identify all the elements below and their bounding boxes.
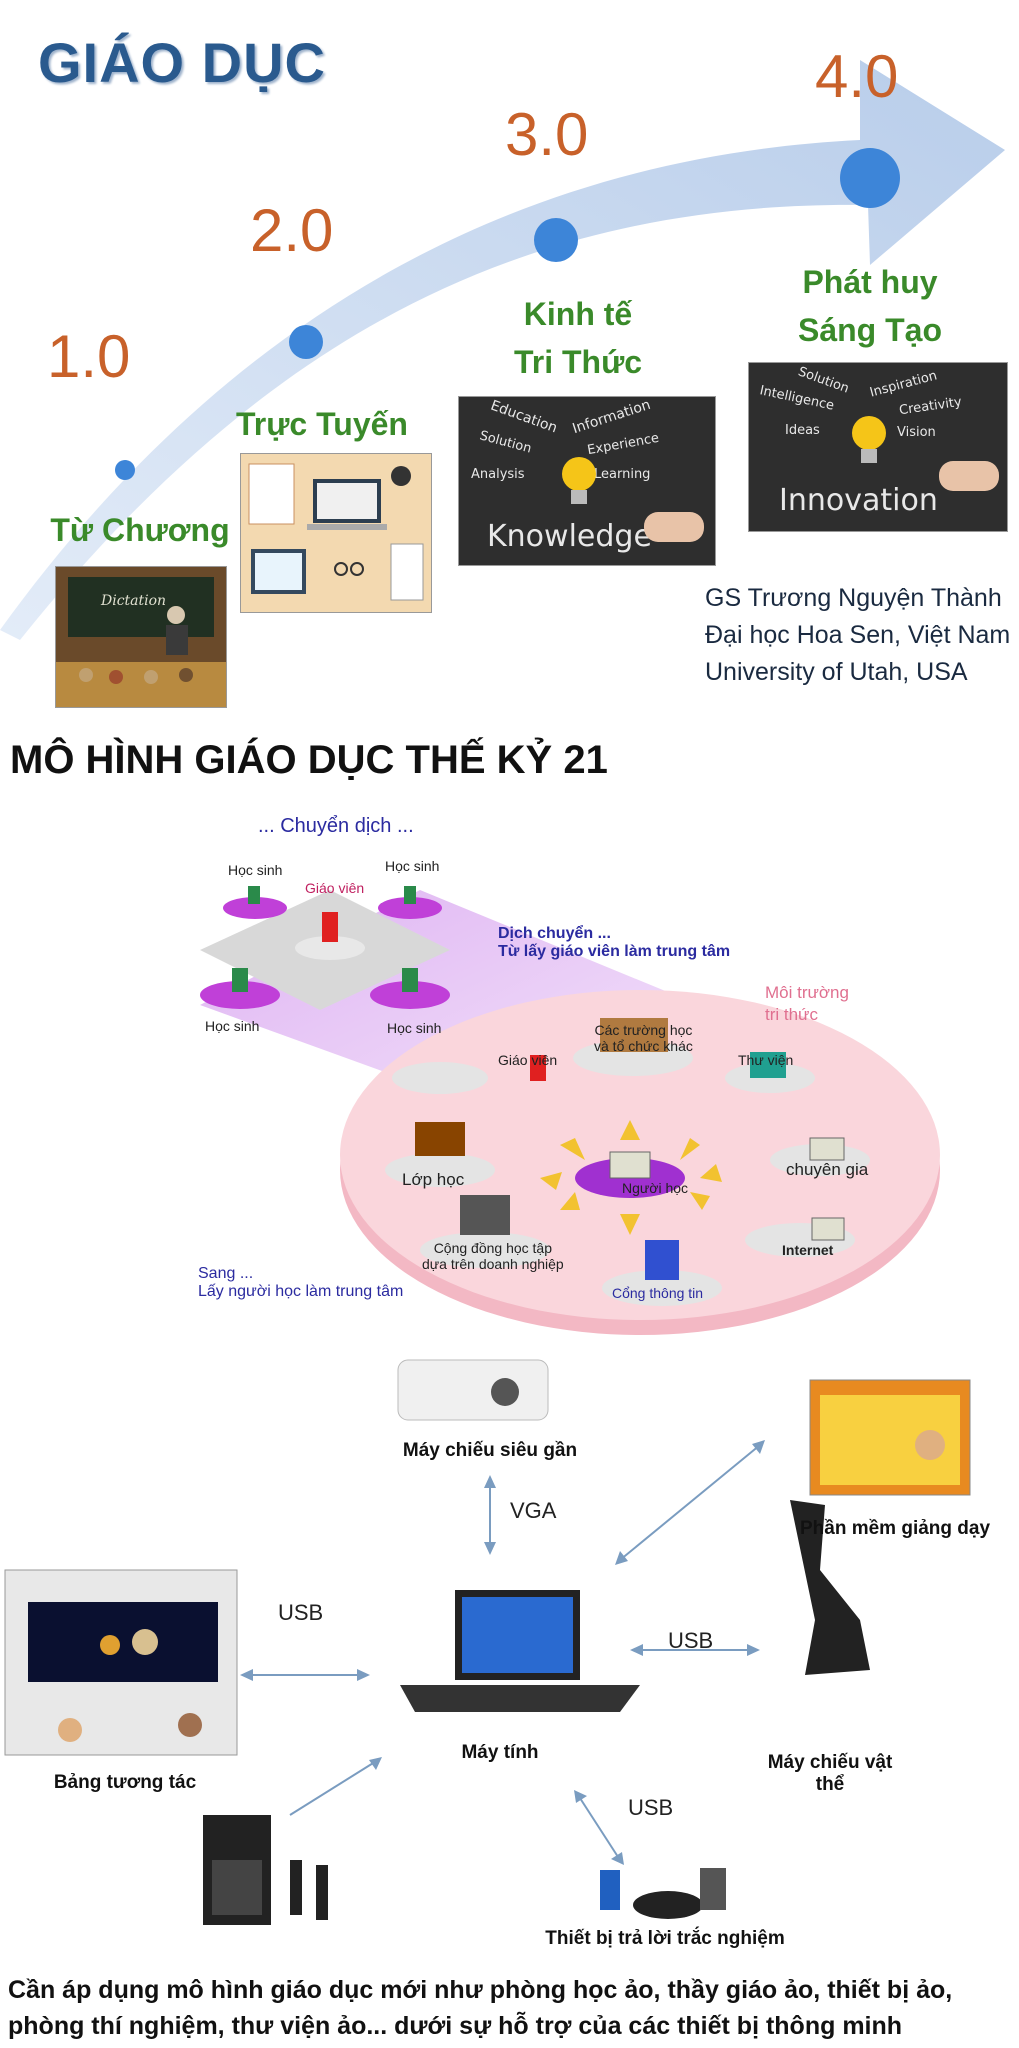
node-learner: Người học <box>622 1180 689 1196</box>
microphone-device <box>290 1860 302 1915</box>
student-figure <box>404 886 416 904</box>
page-title: GIÁO DỤC <box>38 31 326 94</box>
microphone-device <box>316 1865 328 1920</box>
timeline-dot-1 <box>115 460 135 480</box>
footer-text: Cần áp dụng mô hình giáo dục mới như phò… <box>8 1976 953 2040</box>
node-portal: Cổng thông tin <box>612 1285 704 1301</box>
teacher-figure <box>530 1055 546 1081</box>
stage-3-label: Kinh tế Tri Thức <box>513 296 643 380</box>
version-2: 2.0 <box>250 197 334 264</box>
computer-icon <box>809 1137 845 1161</box>
node-student-3: Học sinh <box>205 1018 260 1034</box>
stage-2-label: Trực Tuyến <box>236 406 408 442</box>
learner-center-caption: Sang ... Lấy người học làm trung tâm <box>198 1265 404 1300</box>
version-4: 4.0 <box>815 43 899 110</box>
lightbulb-icon <box>852 416 886 463</box>
projector-device <box>397 1359 549 1421</box>
node-teacher-small: Giáo viên <box>305 880 365 896</box>
node-community: Cộng đồng học tập dựa trên doanh nghiệp <box>422 1240 564 1272</box>
computer-icon <box>811 1217 845 1241</box>
student-figure <box>232 968 248 992</box>
doc-camera-label: Máy chiếu vật thể <box>767 1752 893 1795</box>
model-title: MÔ HÌNH GIÁO DỤC THẾ KỶ 21 <box>10 738 608 782</box>
responder-device <box>600 1870 620 1910</box>
node-student-2: Học sinh <box>385 858 440 874</box>
usb-label-responder: USB <box>628 1795 674 1820</box>
hardware-connections <box>4 1359 971 1925</box>
building-icon <box>600 1018 668 1052</box>
node-teacher: Giáo viên <box>498 1052 558 1068</box>
library-icon <box>750 1052 786 1078</box>
responder-label: Thiết bị trả lời trắc nghiệm <box>545 1928 785 1949</box>
stage-4-label: Phát huy Sáng Tạo <box>797 264 942 348</box>
svg-text:Dictation: Dictation <box>100 593 166 609</box>
stage-1-label: Từ Chương <box>50 512 230 548</box>
responder-device <box>700 1868 726 1910</box>
node-classroom: Lớp học <box>402 1170 465 1189</box>
knowledge-env-label: Môi trường tri thức <box>765 983 849 1024</box>
timeline-dot-4 <box>840 148 900 208</box>
usb-label-board: USB <box>278 1600 324 1625</box>
growth-arrow <box>0 60 1005 640</box>
student-figure <box>402 968 418 992</box>
board-label: Bảng tương tác <box>53 1772 197 1793</box>
node-library: Thư viện <box>738 1052 794 1068</box>
vga-label: VGA <box>510 1498 557 1523</box>
computer-icon <box>609 1151 651 1179</box>
knowledge-chalkboard-image: Education Information Solution Experienc… <box>458 396 716 566</box>
node-internet: Internet <box>782 1242 834 1258</box>
online-desk-image <box>240 453 432 613</box>
version-3: 3.0 <box>505 101 589 168</box>
innovation-chalkboard-image: Solution Inspiration Intelligence Creati… <box>748 362 1008 532</box>
student-figure <box>248 886 260 904</box>
timeline-dot-3 <box>534 218 578 262</box>
classroom-icon <box>415 1122 465 1156</box>
dictation-classroom-image: Dictation <box>55 566 227 708</box>
portal-icon <box>645 1240 679 1280</box>
teacher-center-caption: Dịch chuyển ... Từ lấy giáo viên làm tru… <box>498 925 731 960</box>
author-credit: GS Trương Nguyện Thành Đại học Hoa Sen, … <box>705 584 1011 686</box>
projector-label: Máy chiếu siêu gần <box>402 1440 578 1461</box>
node-expert: chuyên gia <box>786 1160 869 1179</box>
node-schools: Các trường học và tổ chức khác <box>594 1022 693 1054</box>
business-people-icon <box>460 1195 510 1235</box>
lightbulb-icon <box>562 457 596 504</box>
teacher-figure <box>322 912 338 942</box>
node-student-1: Học sinh <box>228 862 283 878</box>
timeline-dot-2 <box>289 325 323 359</box>
shift-label: ... Chuyển dịch ... <box>258 815 414 837</box>
software-label: Phần mềm giảng dạy <box>799 1518 991 1539</box>
usb-label-camera: USB <box>668 1628 714 1653</box>
node-student-4: Học sinh <box>387 1020 442 1036</box>
model-diagram <box>200 886 940 1335</box>
version-1: 1.0 <box>47 323 131 390</box>
laptop-label: Máy tính <box>461 1742 539 1763</box>
document-camera-device <box>790 1500 870 1675</box>
